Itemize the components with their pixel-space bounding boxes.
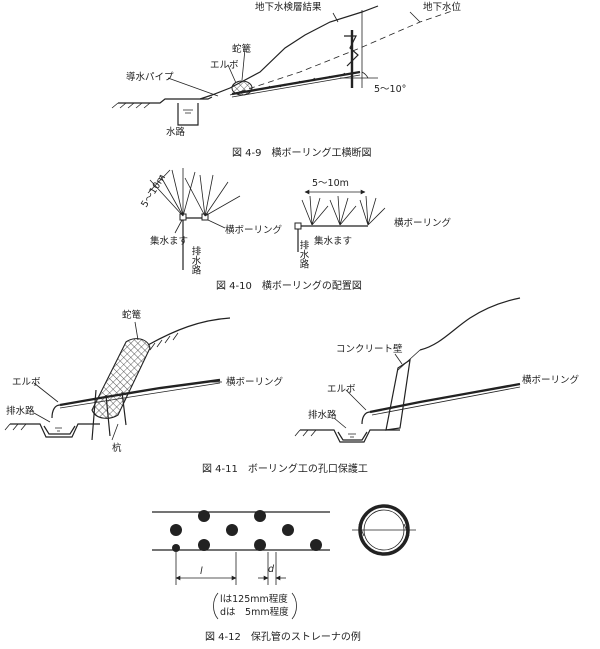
label-hboring-right: 横ボーリング: [522, 374, 580, 386]
label-stake: 杭: [112, 442, 122, 454]
label-gw-result: 地下水検層結果: [255, 1, 322, 13]
label-pipe: 導水パイプ: [126, 71, 174, 83]
horizontal-boring: [59, 378, 221, 407]
label-gabion: 蛇篭: [232, 43, 252, 55]
label-hboring-left: 横ボーリング: [225, 224, 283, 236]
label-gw-level: 地下水位: [423, 1, 462, 13]
label-drain-left: 排水路: [190, 245, 202, 275]
label-drain-right: 排水路: [308, 409, 337, 421]
label-d: d: [268, 564, 275, 575]
gabion-icon: [231, 80, 253, 96]
caption-4-9: 図 4-9 横ボーリング工横断図: [232, 146, 372, 159]
caption-4-10: 図 4-10 横ボーリングの配置図: [216, 279, 362, 292]
horizontal-boring: [369, 382, 521, 414]
note-d: dは 5mm程度: [220, 606, 289, 618]
figure-4-10: 5～10m 集水ます 横ボーリング 排水路 5～10m 横ボーリング 集水ます …: [139, 168, 452, 292]
label-elbow-right: エルボ: [327, 384, 356, 395]
label-l: l: [200, 566, 203, 577]
gabion-icon: [91, 338, 151, 419]
concrete-wall: [385, 358, 411, 431]
label-drain-left: 排水路: [6, 405, 35, 417]
label-hboring-right: 横ボーリング: [394, 217, 452, 229]
label-channel: 水路: [166, 126, 186, 138]
figure-4-12: l d lは125mm程度 dは 5mm程度 図 4-12 保孔管のストレーナの…: [152, 504, 416, 643]
label-drain-right: 排水路: [298, 239, 310, 269]
label-spacing-left: 5～10m: [139, 172, 168, 209]
label-concrete-wall: コンクリート壁: [336, 343, 403, 355]
ground-surface: [118, 5, 379, 104]
label-angle: 5～10°: [374, 84, 406, 95]
caption-4-11: 図 4-11 ボーリング工の孔口保護工: [202, 462, 368, 475]
label-elbow-left: エルボ: [12, 377, 41, 388]
note-l: lは125mm程度: [220, 593, 288, 605]
figure-4-9: 地下水検層結果 地下水位 蛇篭 エルボ 導水パイプ 水路 5～10° 図 4-9…: [111, 1, 462, 159]
label-elbow: エルボ: [210, 60, 239, 71]
label-hboring-left: 横ボーリング: [226, 376, 284, 388]
label-catch-left: 集水ます: [150, 235, 188, 247]
label-spacing-right: 5～10m: [312, 178, 349, 189]
water-table-line: [229, 9, 456, 96]
figure-4-11: 蛇篭 エルボ 排水路 横ボーリング 杭 コンクリート壁 エルボ 排水路 横ボーリ…: [4, 297, 580, 475]
label-gabion: 蛇篭: [122, 309, 142, 321]
caption-4-12: 図 4-12 保孔管のストレーナの例: [205, 630, 361, 643]
label-catch-right: 集水ます: [314, 235, 352, 247]
